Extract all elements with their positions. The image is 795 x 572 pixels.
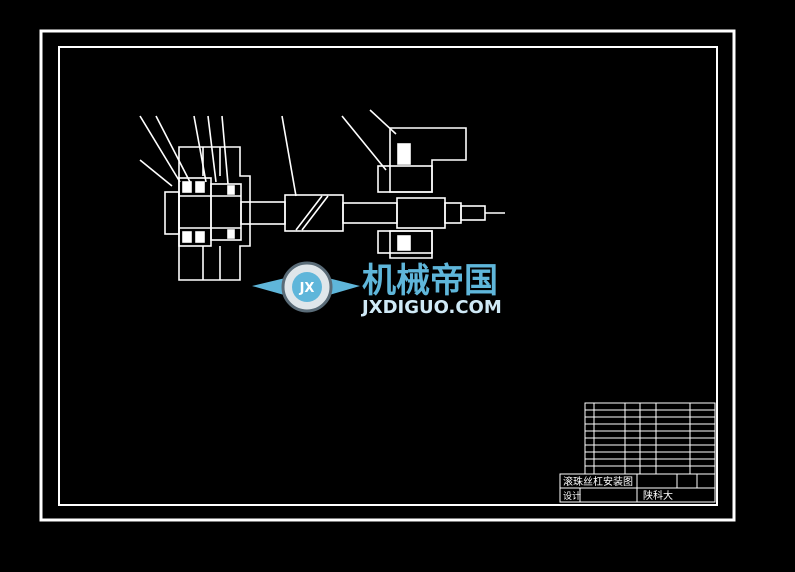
leader-line-6 (221, 115, 229, 185)
leader-line-2 (155, 115, 191, 183)
bearing-ball-5 (227, 185, 235, 195)
nut-flange-lower (377, 230, 433, 254)
bearing-ball-3 (182, 231, 192, 243)
leader-line-8 (341, 115, 387, 171)
nut-flange-upper (377, 165, 433, 193)
leader-line-3 (139, 159, 173, 187)
nut-bolt-lower (397, 235, 411, 251)
watermark-emblem-text: JX (299, 281, 315, 296)
left-end-cap (164, 191, 180, 235)
bearing-ball-1 (182, 181, 192, 193)
leader-line-9 (369, 109, 397, 135)
bearing-ball-4 (195, 231, 205, 243)
drawing-title: 滚珠丝杠安装图 (563, 475, 633, 488)
watermark-emblem: JX (252, 261, 360, 313)
left-housing (178, 146, 251, 281)
nut-bolt-upper (397, 143, 411, 165)
shaft-step (444, 202, 462, 224)
outer-border (39, 29, 736, 522)
bearing-ball-6 (227, 229, 235, 239)
shaft-end (460, 205, 486, 221)
inner-border (58, 46, 718, 506)
bearing-ball-2 (195, 181, 205, 193)
screw-shaft-left (240, 201, 286, 225)
ballscrew-assembly (139, 109, 505, 281)
shaft-section-hatch-2 (301, 195, 329, 231)
leader-line-1 (139, 115, 181, 183)
watermark-url: JXDIGUO.COM (360, 297, 502, 318)
right-housing-lower (389, 230, 433, 259)
school-name: 陕科大 (643, 489, 673, 502)
leader-line-4 (193, 115, 207, 183)
gear-center (292, 272, 322, 302)
screw-shaft-right (342, 202, 398, 224)
shaft-section-hatch (295, 195, 323, 231)
leader-line-7 (281, 115, 297, 197)
designer-label: 设计 (563, 490, 581, 502)
screw-nut-body (396, 197, 446, 229)
title-block (559, 402, 716, 503)
leader-line-5 (207, 115, 217, 183)
watermark-title: 机械帝国 (362, 261, 498, 301)
left-bearing-seat (210, 183, 242, 241)
